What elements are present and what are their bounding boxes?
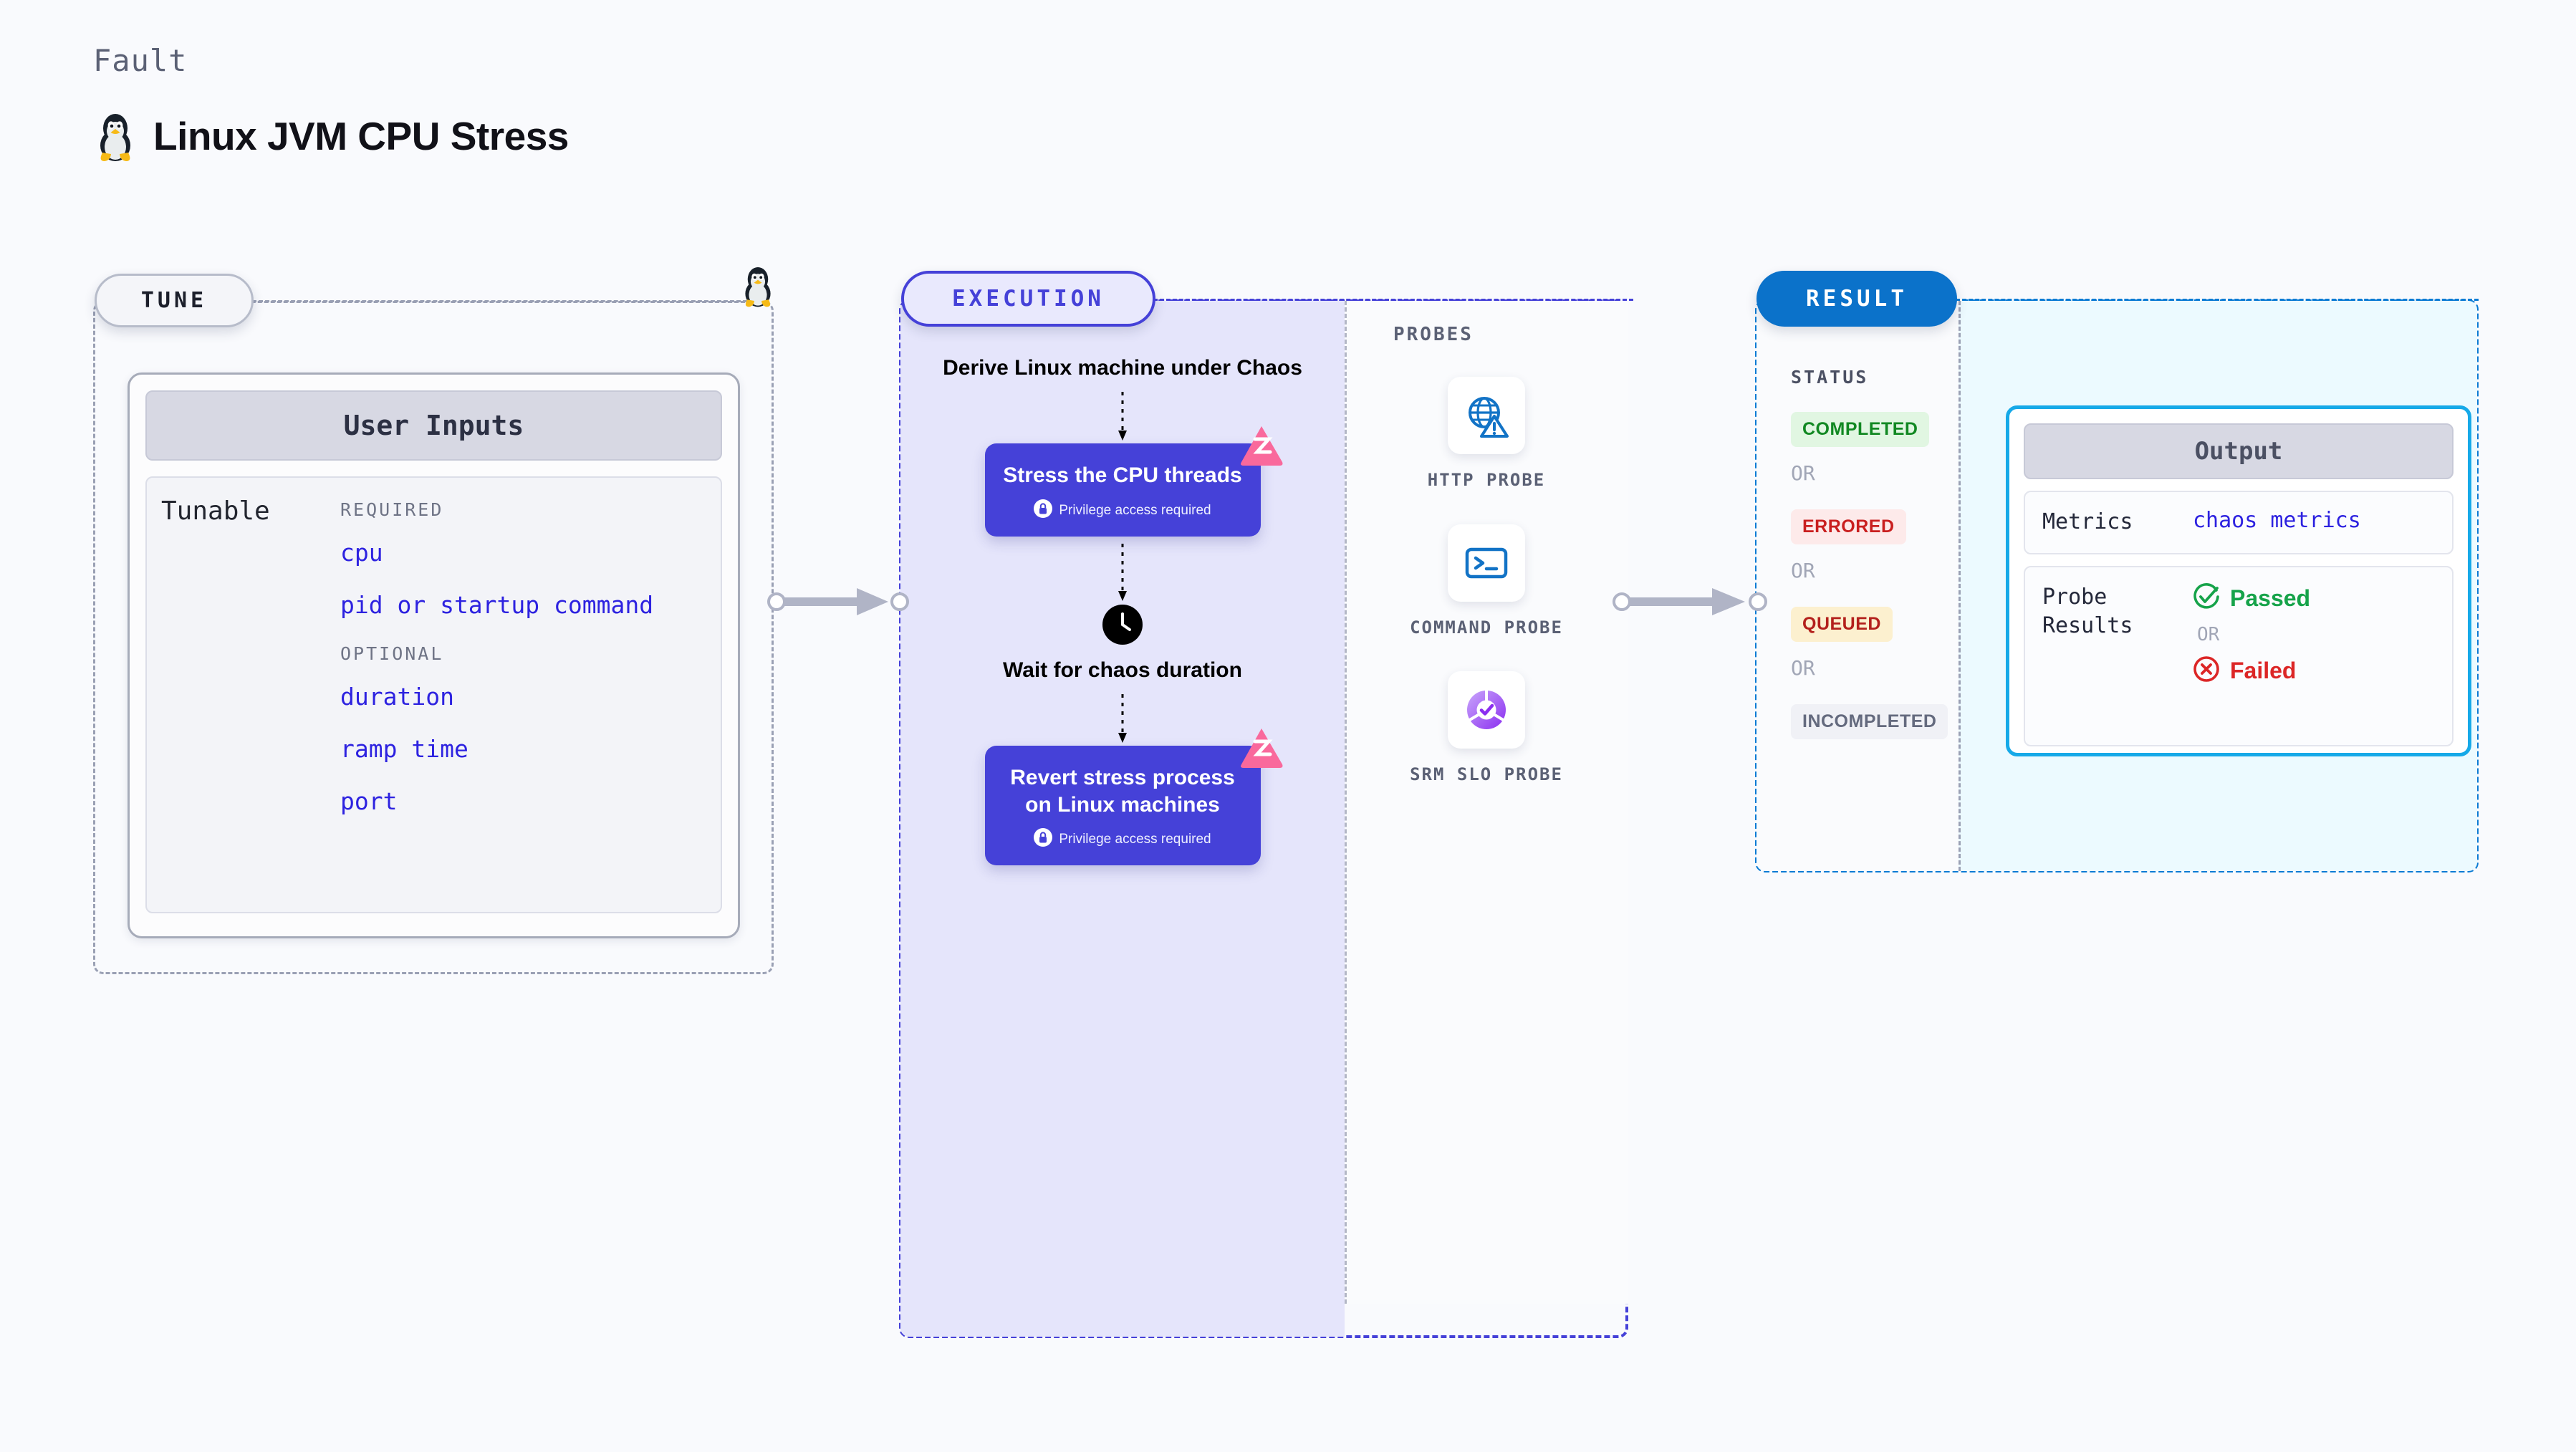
flow-arrow-down — [900, 694, 1345, 746]
tunable-item[interactable]: ramp time — [340, 735, 468, 763]
execution-top-connector — [1153, 299, 1633, 301]
user-inputs-title: User Inputs — [145, 390, 722, 461]
lock-icon — [1034, 828, 1053, 851]
status-or-label: OR — [1791, 656, 1815, 680]
probe-or-label: OR — [2197, 623, 2220, 645]
probe-passed-label: Passed — [2230, 585, 2311, 611]
probes-divider — [1345, 301, 1347, 1304]
probe-command-label: COMMAND PROBE — [1410, 617, 1563, 638]
user-inputs-card: User Inputs Tunable REQUIRED cpu pid or … — [128, 372, 740, 938]
status-badge: ERRORED — [1791, 509, 1906, 544]
tune-stage-badge[interactable]: TUNE — [95, 274, 254, 327]
result-stage-badge[interactable]: RESULT — [1756, 271, 1957, 327]
status-title: STATUS — [1791, 367, 1869, 388]
tunable-item[interactable]: port — [340, 787, 398, 815]
flow-arrow-down — [900, 392, 1345, 443]
probe-http-label: HTTP PROBE — [1427, 470, 1546, 490]
tunable-section: Tunable REQUIRED cpu pid or startup comm… — [145, 476, 722, 913]
probe-srm-slo-label: SRM SLO PROBE — [1410, 764, 1563, 785]
execution-flow: Derive Linux machine under Chaos Stress … — [900, 301, 1345, 866]
x-circle-icon — [2193, 655, 2220, 686]
execution-card-revert-label: Revert stress process on Linux machines — [1010, 766, 1235, 817]
flow-arrow-down — [900, 543, 1345, 604]
eyebrow-label: Fault — [93, 43, 188, 78]
probes-title: PROBES — [1393, 324, 1474, 345]
execution-card-revert[interactable]: Revert stress process on Linux machines … — [984, 729, 1282, 866]
tunable-row-label: Tunable — [161, 496, 270, 526]
status-badge: COMPLETED — [1791, 412, 1930, 447]
output-title: Output — [2024, 423, 2454, 479]
page-header: Fault Linux JVM CPU Stress — [93, 43, 569, 163]
execution-card-stress-label: Stress the CPU threads — [1003, 463, 1242, 488]
litmus-logo-icon — [1239, 727, 1284, 769]
litmus-logo-icon — [1239, 425, 1284, 466]
privilege-note: Privilege access required — [998, 499, 1248, 522]
execution-card-stress[interactable]: Stress the CPU threads Privilege access … — [984, 426, 1282, 537]
result-top-connector — [1956, 299, 2479, 301]
status-or-label: OR — [1791, 559, 1815, 582]
tunable-item[interactable]: cpu — [340, 539, 383, 567]
check-circle-icon — [2193, 582, 2220, 614]
probe-passed-line: Passed — [2193, 582, 2311, 614]
probe-command[interactable]: COMMAND PROBE — [1345, 524, 1628, 640]
terminal-icon — [1448, 524, 1525, 602]
probe-srm-slo[interactable]: SRM SLO PROBE — [1345, 671, 1628, 787]
privilege-note-label: Privilege access required — [1059, 502, 1211, 518]
execution-stage-badge[interactable]: EXECUTION — [901, 271, 1155, 327]
probe-failed-label: Failed — [2230, 657, 2297, 683]
output-probe-results-row: Probe Results Passed OR — [2024, 565, 2454, 746]
tux-penguin-icon — [93, 110, 138, 163]
status-or-label: OR — [1791, 461, 1815, 485]
tux-penguin-corner-icon — [738, 264, 778, 312]
status-badge: INCOMPLETED — [1791, 704, 1948, 739]
probes-fill — [1345, 301, 1628, 1304]
title-row: Linux JVM CPU Stress — [93, 110, 569, 163]
required-group-title: REQUIRED — [340, 499, 444, 520]
slo-donut-check-icon — [1448, 671, 1525, 749]
execution-to-result-arrow — [1612, 584, 1769, 623]
result-status-fill — [1756, 301, 1959, 871]
privilege-note-label: Privilege access required — [1059, 832, 1211, 847]
output-probe-key: Probe Results — [2042, 584, 2133, 639]
tune-to-execution-arrow — [766, 584, 910, 623]
globe-warning-icon — [1448, 377, 1525, 454]
tunable-item[interactable]: duration — [340, 683, 454, 711]
probes-column: PROBES HTTP PROBE COMMAND PROBE — [1345, 301, 1628, 787]
probe-http[interactable]: HTTP PROBE — [1345, 377, 1628, 493]
output-metrics-key: Metrics — [2042, 509, 2133, 534]
tunable-item[interactable]: pid or startup command — [340, 591, 654, 619]
output-metrics-value[interactable]: chaos metrics — [2193, 508, 2361, 533]
output-card: Output Metrics chaos metrics Probe Resul… — [2006, 405, 2471, 756]
privilege-note: Privilege access required — [998, 828, 1248, 851]
page-title: Linux JVM CPU Stress — [153, 114, 569, 158]
flow-step-derive-label: Derive Linux machine under Chaos — [943, 356, 1302, 380]
lock-icon — [1034, 499, 1053, 522]
status-column: STATUS COMPLETED OR ERRORED OR QUEUED OR… — [1756, 301, 1959, 739]
status-badge: QUEUED — [1791, 607, 1893, 642]
output-metrics-row: Metrics chaos metrics — [2024, 491, 2454, 554]
probe-failed-line: Failed — [2193, 655, 2310, 686]
optional-group-title: OPTIONAL — [340, 643, 444, 664]
clock-icon — [900, 604, 1345, 645]
flow-step-wait-label: Wait for chaos duration — [1003, 658, 1242, 682]
tune-top-connector — [252, 300, 754, 302]
result-divider — [1959, 301, 1961, 871]
